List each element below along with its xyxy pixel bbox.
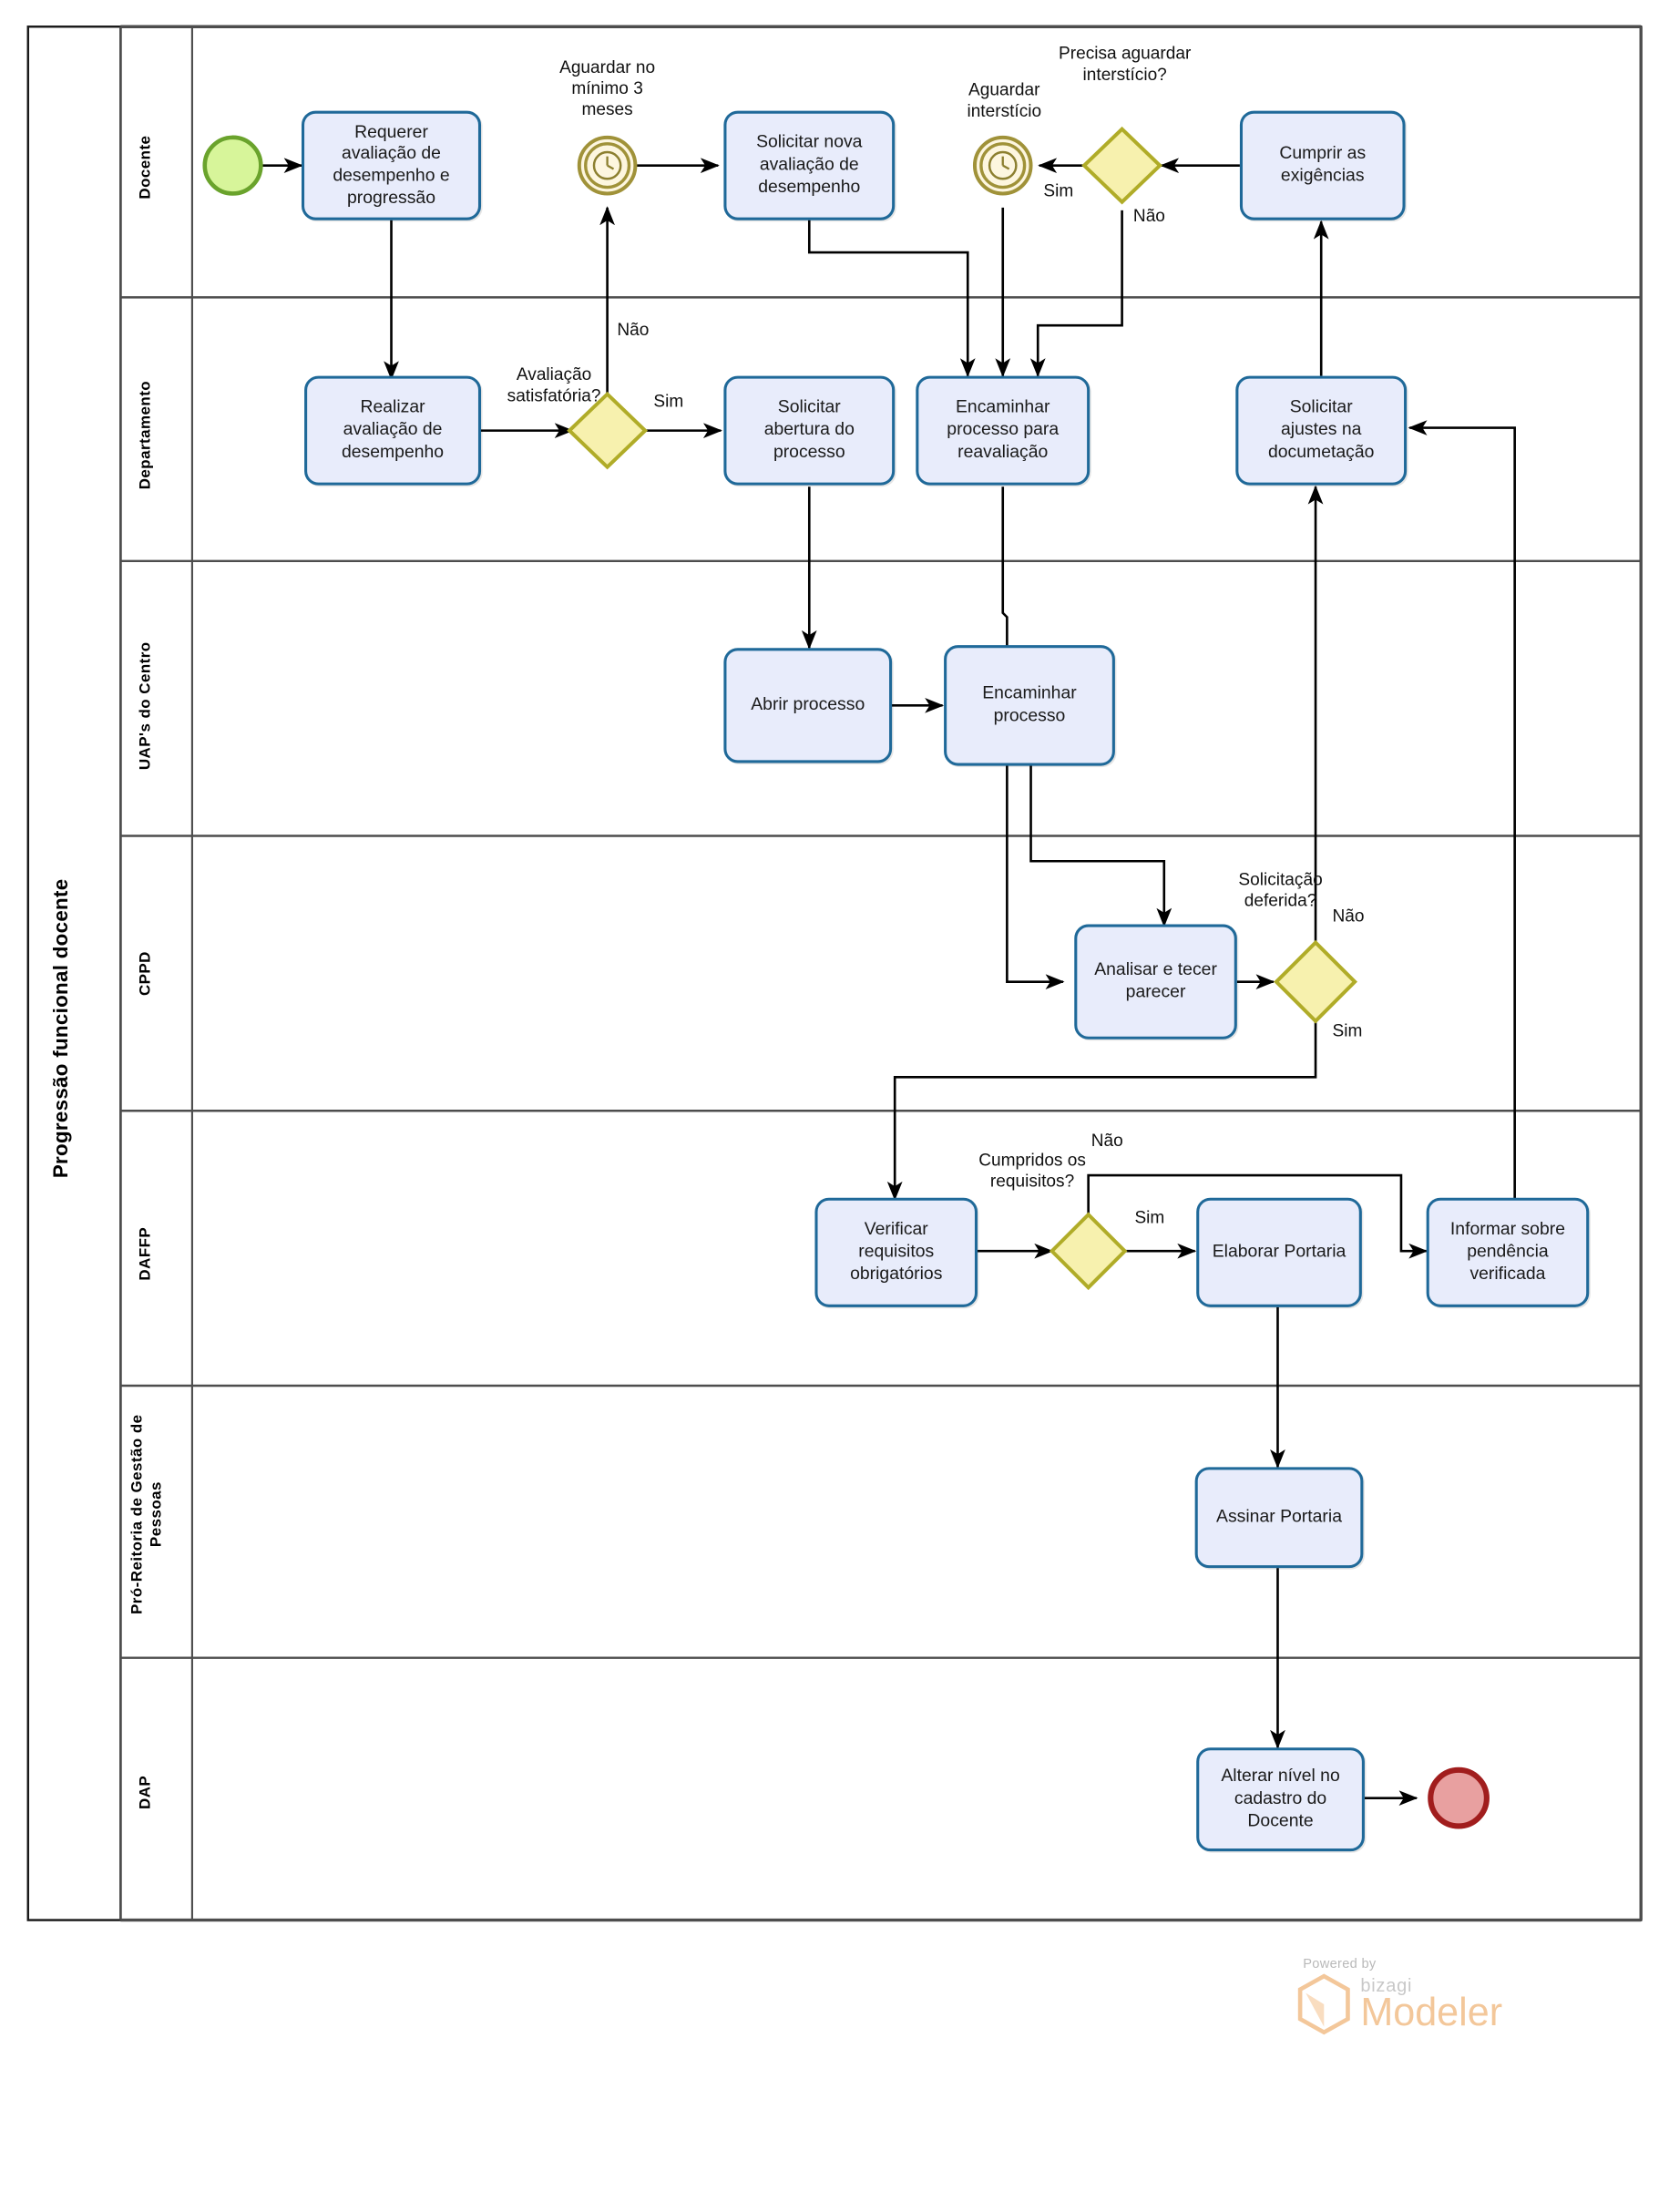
bizagi-hexagon-icon — [1297, 1973, 1350, 2035]
event-start[interactable] — [202, 135, 263, 196]
bizagi-wordmark: bizagi — [1360, 1974, 1413, 1996]
task-analisar-e-tecer-parecer[interactable]: Analisar e tecer parecer — [1074, 924, 1237, 1039]
bizagi-modeler-logo: Powered by bizagi Modeler — [1297, 1957, 1502, 2035]
flow-label-requisitos-nao: Não — [1090, 1130, 1123, 1151]
lane-label-dap: DAP — [137, 1775, 155, 1810]
flow-label-deferida-sim: Sim — [1332, 1020, 1363, 1041]
task-encaminhar-processo-reavaliacao[interactable]: Encaminhar processo para reavaliação — [916, 375, 1090, 486]
gateway-precisa-aguardar-intersticio[interactable] — [1081, 126, 1163, 205]
modeler-wordmark: Modeler — [1360, 1990, 1503, 2034]
event-label-aguardar-intersticio: Aguardar interstício — [967, 79, 1042, 121]
gateway-label-precisa-aguardar-intersticio: Precisa aguardar interstício? — [1059, 43, 1192, 85]
task-encaminhar-processo[interactable]: Encaminhar processo — [944, 645, 1115, 766]
flow-label-requisitos-sim: Sim — [1134, 1207, 1165, 1228]
gateway-avaliacao-satisfatoria[interactable] — [567, 391, 649, 470]
task-assinar-portaria[interactable]: Assinar Portaria — [1194, 1467, 1364, 1569]
task-solicitar-abertura-processo[interactable]: Solicitar abertura do processo — [723, 375, 896, 486]
gateway-label-avaliacao-satisfatoria: Avaliação satisfatória? — [507, 364, 601, 405]
lane-label-docente: Docente — [137, 135, 155, 200]
lane-label-uaps-do-centro: UAP's do Centro — [137, 640, 155, 770]
lane-label-pro-reitoria-gestao-pessoas: Pró-Reitoria de Gestão de Pessoas — [128, 1414, 166, 1615]
task-informar-sobre-pendencia[interactable]: Informar sobre pendência verificada — [1426, 1197, 1590, 1307]
lane-label-departamento: Departamento — [137, 380, 155, 489]
flow-label-avaliacao-nao: Não — [617, 320, 650, 340]
task-alterar-nivel-cadastro-docente[interactable]: Alterar nível no cadastro do Docente — [1196, 1747, 1365, 1852]
flow-label-avaliacao-sim: Sim — [653, 391, 684, 412]
event-label-aguardar-3-meses: Aguardar no mínimo 3 meses — [559, 57, 656, 119]
flow-label-deferida-nao: Não — [1332, 906, 1365, 927]
gateway-label-cumpridos-os-requisitos: Cumpridos os requisitos? — [978, 1150, 1086, 1191]
task-requerer-avaliacao[interactable]: Requerer avaliação de desempenho e progr… — [301, 110, 482, 220]
event-timer-aguardar-intersticio[interactable] — [972, 135, 1033, 196]
task-solicitar-ajustes-documetacao[interactable]: Solicitar ajustes na documetação — [1235, 375, 1408, 486]
task-solicitar-nova-avaliacao[interactable]: Solicitar nova avaliação de desempenho — [723, 110, 896, 220]
gateway-cumpridos-os-requisitos[interactable] — [1049, 1212, 1128, 1291]
flow-label-intersticio-sim: Sim — [1043, 180, 1074, 201]
lane-label-daffp: DAFFP — [137, 1226, 155, 1281]
pool-title: Progressão funcional docente — [50, 878, 74, 1179]
lane-grid — [119, 25, 1643, 1922]
gateway-label-solicitacao-deferida: Solicitação deferida? — [1238, 869, 1323, 910]
sequence-flows — [261, 158, 1516, 1807]
task-elaborar-portaria[interactable]: Elaborar Portaria — [1196, 1197, 1362, 1307]
task-realizar-avaliacao-desempenho[interactable]: Realizar avaliação de desempenho — [304, 375, 482, 486]
powered-by-label: Powered by — [1303, 1956, 1377, 1972]
task-cumprir-as-exigencias[interactable]: Cumprir as exigências — [1239, 110, 1406, 220]
task-verificar-requisitos-obrigatorios[interactable]: Verificar requisitos obrigatórios — [814, 1197, 978, 1307]
lane-label-cppd: CPPD — [137, 950, 155, 996]
event-end[interactable] — [1428, 1767, 1490, 1829]
pool-frame — [26, 26, 1643, 1921]
flow-label-intersticio-nao: Não — [1132, 206, 1165, 226]
task-abrir-processo[interactable]: Abrir processo — [723, 648, 893, 763]
gateway-solicitacao-deferida[interactable] — [1274, 939, 1357, 1024]
event-timer-aguardar-3-meses[interactable] — [577, 135, 638, 196]
